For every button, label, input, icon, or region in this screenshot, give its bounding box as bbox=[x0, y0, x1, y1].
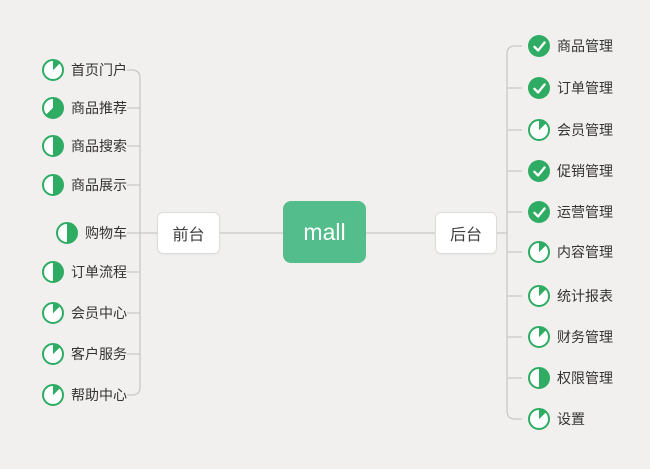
task-progress-pie-icon bbox=[42, 59, 64, 81]
task-done-check-icon bbox=[528, 35, 550, 57]
topic-label: 统计报表 bbox=[557, 288, 613, 304]
frontend-topic-item[interactable]: 商品搜索 bbox=[42, 134, 127, 158]
topic-label: 会员管理 bbox=[557, 122, 613, 138]
frontend-topic-item[interactable]: 客户服务 bbox=[42, 342, 127, 366]
frontend-topic-item[interactable]: 订单流程 bbox=[42, 260, 127, 284]
topic-label: 权限管理 bbox=[557, 370, 613, 386]
task-progress-pie-icon bbox=[528, 285, 550, 307]
task-done-check-icon bbox=[528, 77, 550, 99]
topic-label: 财务管理 bbox=[557, 329, 613, 345]
task-progress-pie-icon bbox=[42, 97, 64, 119]
topic-label: 帮助中心 bbox=[71, 387, 127, 403]
topic-label: 商品推荐 bbox=[71, 100, 127, 116]
topic-label: 运营管理 bbox=[557, 204, 613, 220]
backend-topic-item[interactable]: 商品管理 bbox=[528, 34, 613, 58]
task-progress-pie-icon bbox=[42, 343, 64, 365]
topic-label: 客户服务 bbox=[71, 346, 127, 362]
task-progress-pie-icon bbox=[528, 408, 550, 430]
topic-label: 会员中心 bbox=[71, 305, 127, 321]
backend-topic-item[interactable]: 统计报表 bbox=[528, 284, 613, 308]
task-progress-pie-icon bbox=[528, 326, 550, 348]
root-node-mall[interactable]: mall bbox=[283, 201, 366, 263]
task-progress-pie-icon bbox=[56, 222, 78, 244]
backend-topic-item[interactable]: 订单管理 bbox=[528, 76, 613, 100]
frontend-topic-item[interactable]: 商品推荐 bbox=[42, 96, 127, 120]
frontend-topic-item[interactable]: 会员中心 bbox=[42, 301, 127, 325]
topic-label: 设置 bbox=[557, 411, 585, 427]
backend-topic-item[interactable]: 设置 bbox=[528, 407, 585, 431]
backend-topic-item[interactable]: 会员管理 bbox=[528, 118, 613, 142]
backend-topic-item[interactable]: 财务管理 bbox=[528, 325, 613, 349]
backend-topic-item[interactable]: 权限管理 bbox=[528, 366, 613, 390]
topic-label: 商品展示 bbox=[71, 177, 127, 193]
backend-topic-item[interactable]: 运营管理 bbox=[528, 200, 613, 224]
topic-label: 订单流程 bbox=[71, 264, 127, 280]
task-progress-pie-icon bbox=[42, 384, 64, 406]
topic-label: 促销管理 bbox=[557, 163, 613, 179]
task-progress-pie-icon bbox=[528, 119, 550, 141]
branch-node-frontend[interactable]: 前台 bbox=[157, 212, 220, 254]
task-progress-pie-icon bbox=[42, 302, 64, 324]
topic-label: 内容管理 bbox=[557, 244, 613, 260]
backend-topic-item[interactable]: 内容管理 bbox=[528, 240, 613, 264]
topic-label: 首页门户 bbox=[71, 62, 127, 78]
topic-label: 商品管理 bbox=[557, 38, 613, 54]
topic-label: 购物车 bbox=[85, 225, 127, 241]
frontend-topic-item[interactable]: 首页门户 bbox=[42, 58, 127, 82]
task-progress-pie-icon bbox=[42, 135, 64, 157]
frontend-topic-item[interactable]: 购物车 bbox=[56, 221, 127, 245]
task-done-check-icon bbox=[528, 160, 550, 182]
topic-label: 商品搜索 bbox=[71, 138, 127, 154]
frontend-topic-item[interactable]: 商品展示 bbox=[42, 173, 127, 197]
backend-topic-item[interactable]: 促销管理 bbox=[528, 159, 613, 183]
task-progress-pie-icon bbox=[42, 174, 64, 196]
branch-node-backend[interactable]: 后台 bbox=[435, 212, 497, 254]
task-progress-pie-icon bbox=[42, 261, 64, 283]
task-done-check-icon bbox=[528, 201, 550, 223]
task-progress-pie-icon bbox=[528, 241, 550, 263]
topic-label: 订单管理 bbox=[557, 80, 613, 96]
task-progress-pie-icon bbox=[528, 367, 550, 389]
frontend-topic-item[interactable]: 帮助中心 bbox=[42, 383, 127, 407]
